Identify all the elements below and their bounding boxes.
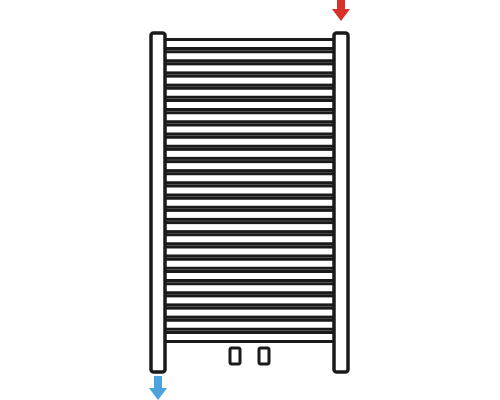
upright-right [332,31,350,374]
arrow-down-blue-icon [149,376,167,400]
radiator-rail [158,86,345,99]
radiator-rail [158,172,345,185]
radiator-rail [158,331,345,343]
radiator-rail [158,270,345,282]
radiator-rail [158,74,345,87]
radiator-rail [158,221,345,234]
radiator-rails [158,38,345,343]
radiator-rail [158,282,345,295]
radiator-rail [158,318,345,331]
valve-right [257,346,271,366]
radiator-rail [158,184,345,197]
radiator-rail [158,38,345,50]
radiator-rail [158,245,345,258]
valve-left [228,346,242,366]
radiator-rail [158,99,345,111]
radiator-rail [158,160,345,173]
upright-left [149,31,167,374]
radiator-rail [158,123,345,136]
radiator-rail [158,294,345,307]
radiator-rail [158,50,345,63]
bottom-valves [228,346,271,366]
radiator-rail [158,306,345,319]
radiator-rail [158,135,345,148]
radiator-rail [158,208,345,221]
arrow-down-red-icon [332,0,350,21]
radiator-rail [158,111,345,124]
radiator-rail [158,147,345,160]
radiator-rail [158,257,345,270]
radiator-rail [158,196,345,209]
radiator-rail [158,62,345,75]
radiator-uprights [149,31,350,374]
radiator-rail [158,233,345,246]
